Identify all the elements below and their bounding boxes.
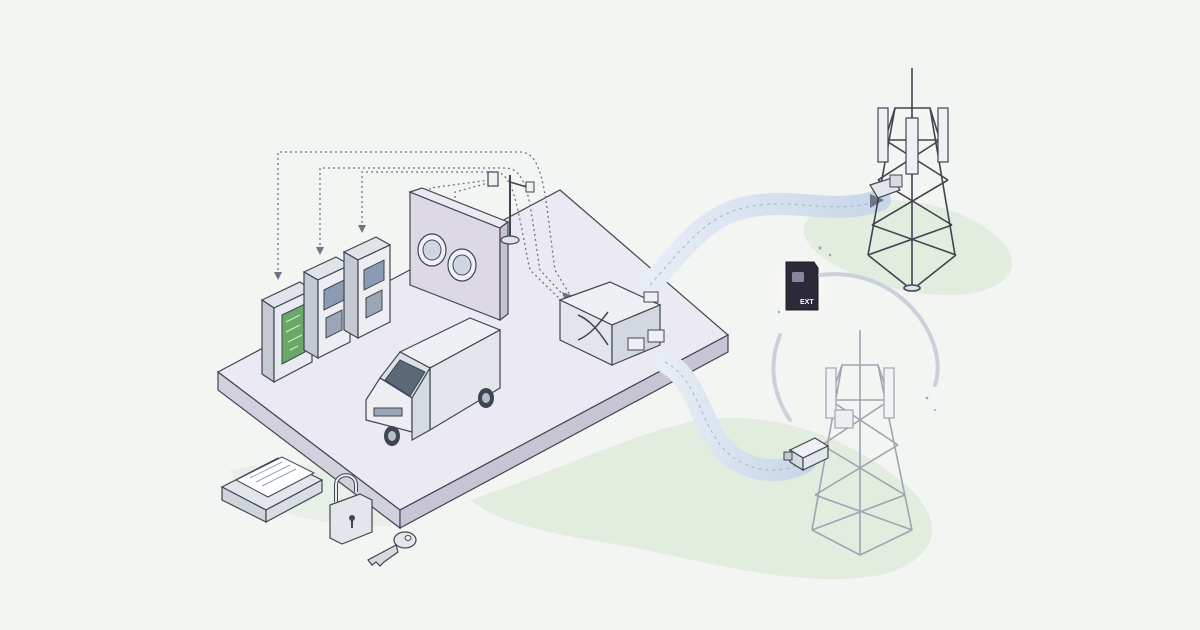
antenna-panels [825, 367, 895, 429]
ev-charger-icon [302, 256, 352, 360]
antenna-panels [869, 107, 949, 199]
delivery-van-icon [365, 317, 502, 446]
signal-arc [771, 246, 940, 422]
data-stream-upper [639, 189, 891, 296]
ev-charger-icon [342, 236, 392, 340]
sim-card-label: EXT [800, 299, 814, 306]
document-tray-icon [220, 456, 324, 524]
usb-modem-icon [783, 437, 830, 472]
sim-card-icon: EXT [766, 254, 834, 322]
key-icon [367, 531, 417, 567]
electricity-meter-icon [408, 187, 510, 322]
weather-station-icon [487, 171, 535, 245]
equipment-cabinet-icon [260, 281, 314, 384]
network-switch-icon [558, 281, 665, 366]
padlock-icon [329, 473, 373, 545]
